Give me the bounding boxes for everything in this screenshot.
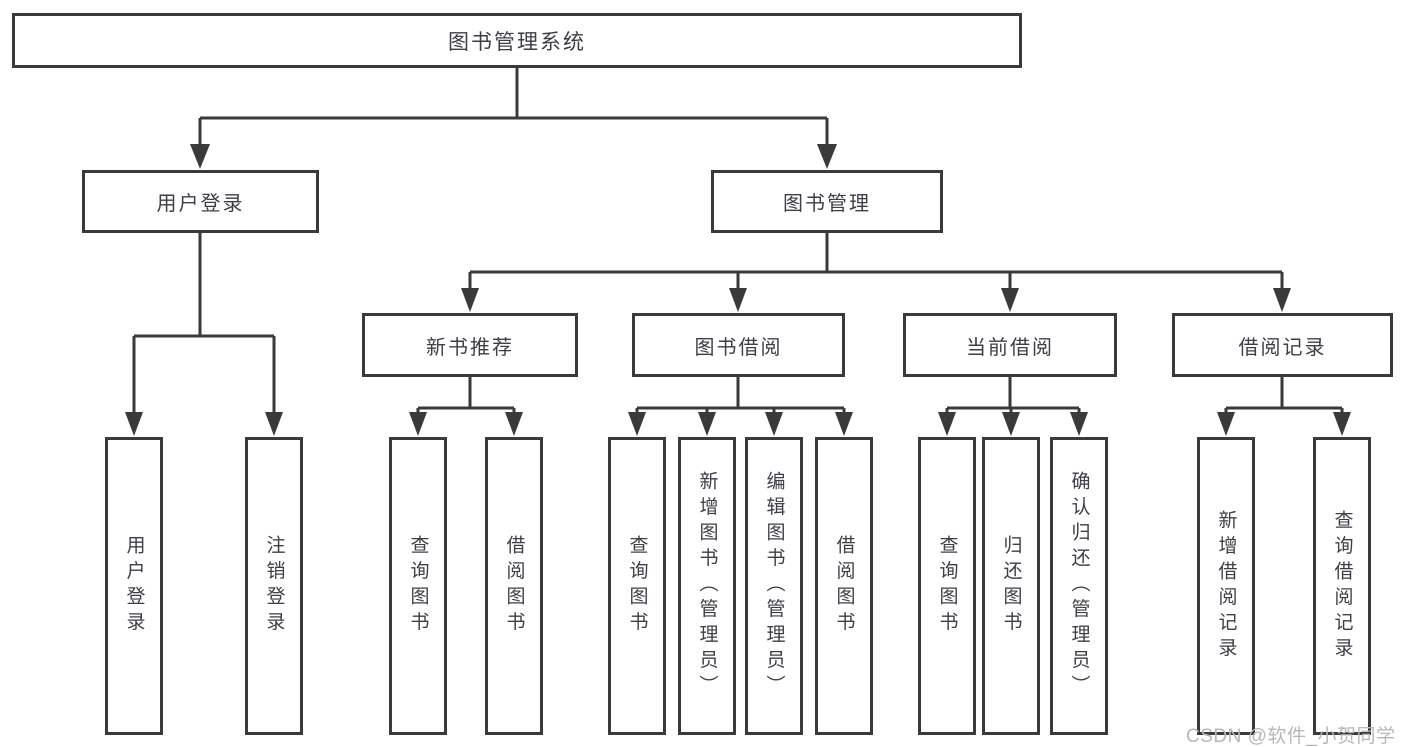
node-library-management-system: 图书管理系统 [12,13,1022,68]
node-label: 查询图书 [936,535,958,637]
csdn-watermark: CSDN @软件_小贺同学 [1186,726,1396,747]
leaf-borrow-books-borrow: 借阅图书 [815,437,873,735]
arrowheads [125,144,1351,436]
node-label: 归还图书 [1000,535,1022,637]
node-label: 图书借阅 [694,336,783,359]
arrow-icon [817,144,837,169]
leaf-edit-book-admin: 编辑图书（管理员） [745,437,803,735]
leaf-query-books-current: 查询图书 [918,437,976,735]
node-new-book-recommend: 新书推荐 [362,313,578,377]
leaf-add-book-admin: 新增图书（管理员） [678,437,736,735]
arrow-icon [1217,412,1235,436]
arrow-icon [835,412,853,436]
arrow-icon [765,412,783,436]
arrow-icon [1001,288,1019,312]
arrow-icon [190,144,210,169]
node-user-login: 用户登录 [82,170,319,233]
leaf-return-books: 归还图书 [982,437,1040,735]
node-label: 当前借阅 [966,336,1054,359]
node-label: 借阅记录 [1238,336,1327,359]
node-label: 图书管理系统 [448,30,586,54]
leaf-confirm-return-admin: 确认归还（管理员） [1050,437,1108,735]
arrow-icon [628,412,646,436]
connector-borrow-records-children [1224,377,1344,414]
node-label: 借阅图书 [833,535,855,637]
arrow-icon [1333,412,1351,436]
arrow-icon [505,412,523,436]
node-label: 确认归还（管理员） [1068,471,1090,701]
connector-root-to-level2 [198,68,829,146]
node-current-borrow: 当前借阅 [903,313,1117,377]
node-book-management: 图书管理 [711,170,943,233]
leaf-add-borrow-record: 新增借阅记录 [1197,437,1255,735]
node-label: 新增图书（管理员） [696,471,718,701]
node-label: 借阅图书 [503,535,525,637]
node-borrow-records: 借阅记录 [1172,313,1393,377]
arrow-icon [1070,412,1088,436]
node-label: 查询图书 [626,535,648,637]
node-label: 图书管理 [783,193,871,215]
arrow-icon [265,412,283,436]
node-label: 新增借阅记录 [1215,509,1237,663]
node-label: 编辑图书（管理员） [763,471,785,701]
arrow-icon [125,412,143,436]
leaf-query-borrow-record: 查询借阅记录 [1313,437,1371,735]
connector-user-login-children [132,233,276,414]
connector-book-borrow-children [635,377,846,414]
leaf-logout-login: 注销登录 [245,437,303,735]
node-label: 注销登录 [263,535,285,637]
leaf-query-books-newbooks: 查询图书 [389,437,447,735]
connector-current-borrow-children [945,377,1081,414]
arrow-icon [409,412,427,436]
node-label: 新书推荐 [426,336,514,359]
leaf-query-books-borrow: 查询图书 [608,437,666,735]
leaf-user-login: 用户登录 [105,437,163,735]
arrow-icon [698,412,716,436]
node-label: 用户登录 [156,193,245,215]
arrow-icon [1002,412,1020,436]
leaf-borrow-books-newbooks: 借阅图书 [485,437,543,735]
arrow-icon [1273,288,1291,312]
connector-book-management-children [468,233,1284,290]
node-book-borrow: 图书借阅 [632,313,845,377]
arrow-icon [729,288,747,312]
node-label: 用户登录 [123,535,145,637]
node-label: 查询借阅记录 [1331,509,1353,663]
connector-new-book-children [416,377,516,414]
arrow-icon [461,288,479,312]
arrow-icon [938,412,956,436]
node-label: 查询图书 [407,535,429,637]
